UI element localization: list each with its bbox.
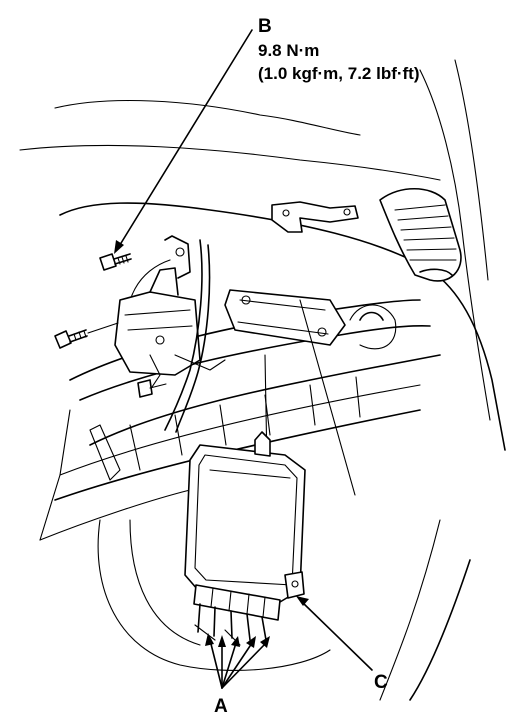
callout-b-torque: 9.8 N·m <box>258 41 319 60</box>
bolt-b <box>99 253 132 271</box>
control-unit-bracket <box>114 235 226 433</box>
callout-a-letter: A <box>214 696 228 717</box>
callout-b-letter: B <box>258 16 272 37</box>
dashboard-outline <box>19 59 506 701</box>
callout-b-torque-alt: (1.0 kgf·m, 7.2 lbf·ft) <box>258 64 420 83</box>
ecm-unit <box>184 431 306 603</box>
leader-lines <box>114 29 373 689</box>
callout-c-letter: C <box>374 672 388 693</box>
air-vent <box>379 188 462 282</box>
bolt-left <box>54 322 119 349</box>
mounting-bracket <box>271 201 359 233</box>
